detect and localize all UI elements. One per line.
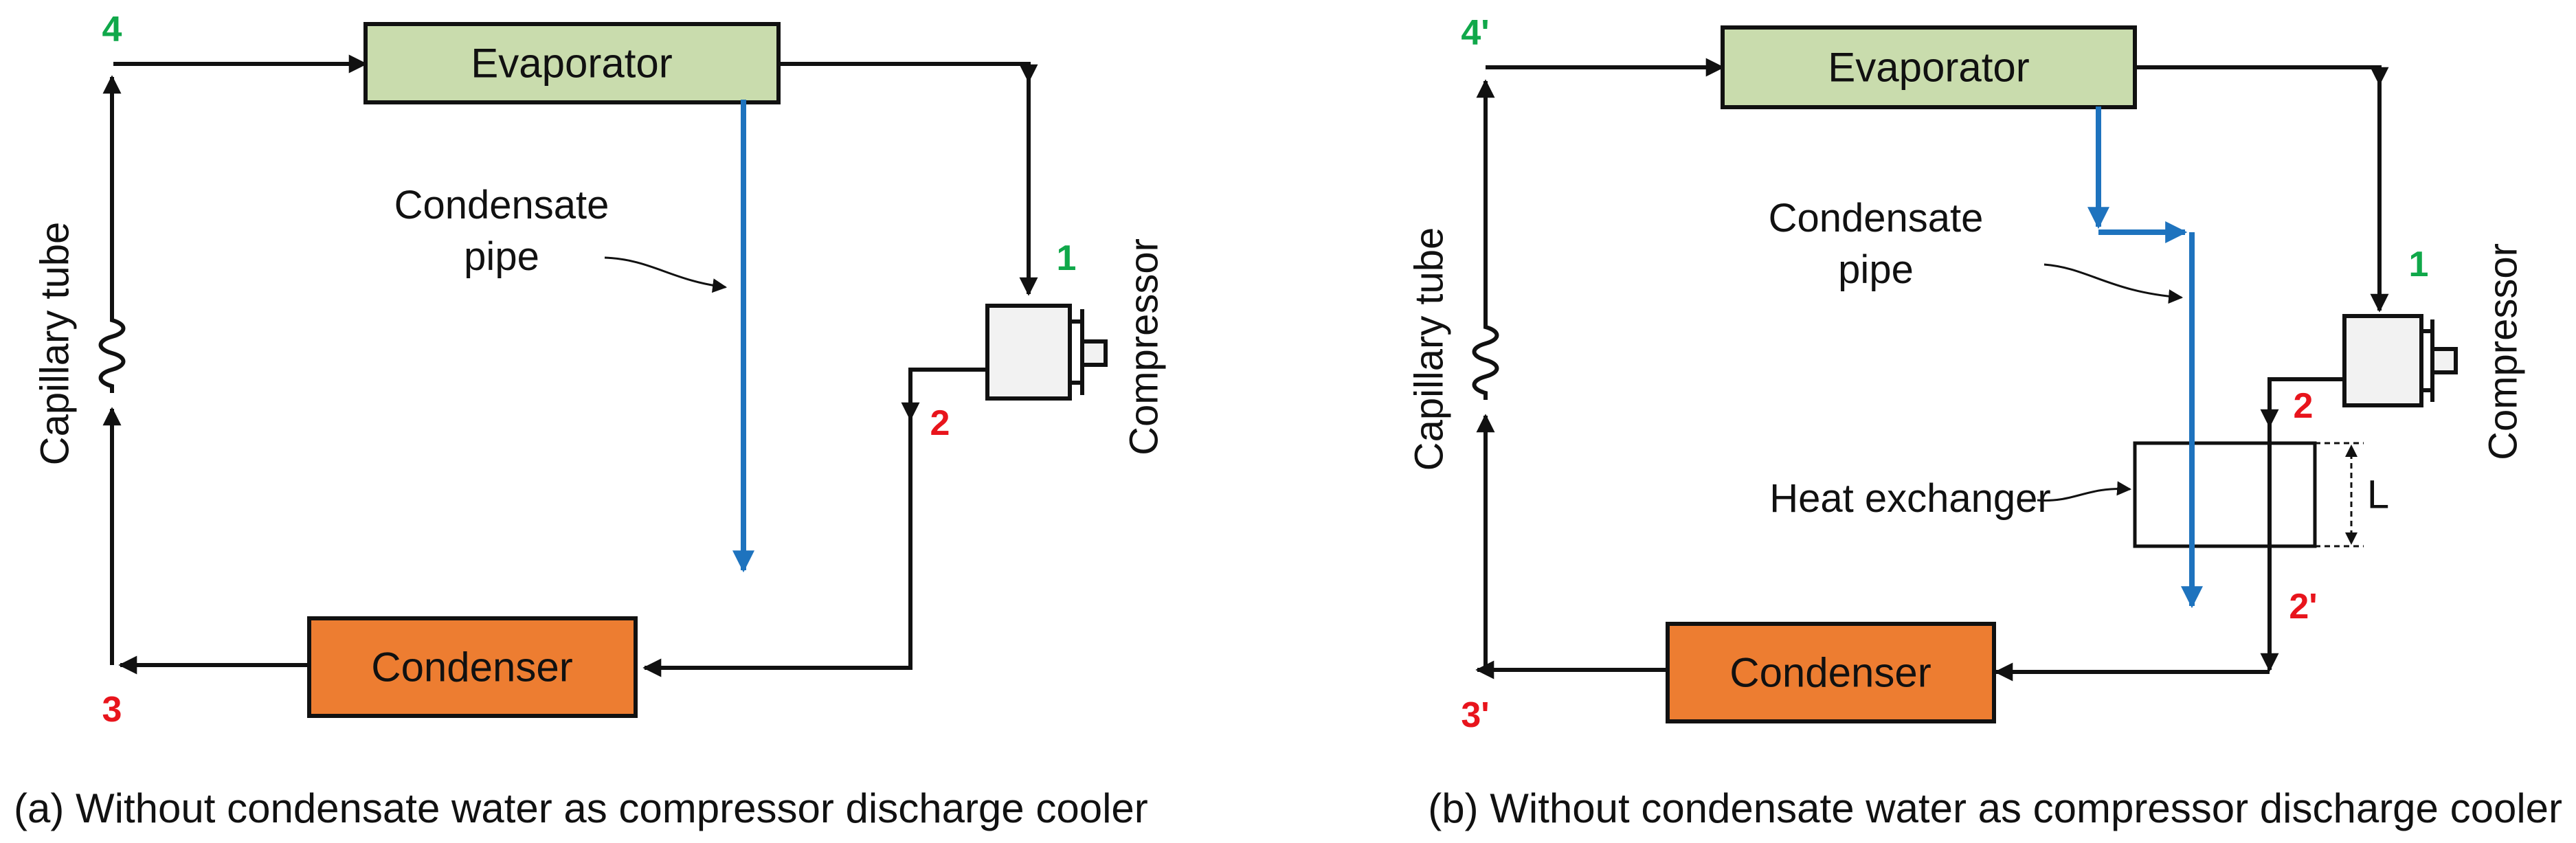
caption-b: (b) Without condensate water as compress… (1428, 785, 2562, 831)
compressor-label: Compressor (2481, 243, 2526, 460)
state-2p-label: 2' (2289, 587, 2317, 627)
compressor-icon (985, 304, 1108, 401)
condensate-pipe-label-line2: pipe (464, 234, 539, 279)
condenser-label: Condenser (371, 644, 573, 690)
evaporator-box (1721, 25, 2137, 109)
state-4p-label: 4' (1461, 13, 1489, 53)
caption-a: (a) Without condensate water as compress… (14, 785, 1148, 831)
condensate-pipe-leader (604, 256, 728, 293)
condenser-label: Condenser (1729, 650, 1931, 696)
evaporator-label: Evaporator (1828, 45, 2030, 91)
line-compressor-to-2 (901, 368, 987, 421)
condenser-box (1666, 622, 1996, 723)
length-arrow-down-icon (2345, 532, 2357, 545)
line-evaporator-to-1 (2135, 65, 2389, 86)
heat-exchanger-leader (2037, 481, 2132, 502)
capillary-tube-coil (1472, 295, 1499, 400)
capillary-tube-coil (98, 289, 126, 393)
state-2-label: 2 (930, 403, 950, 443)
length-arrow-up-icon (2345, 445, 2357, 457)
panel-a: Evaporator Condenser Compressor Capillar… (14, 10, 1167, 831)
condensate-pipe-label-line2: pipe (1838, 247, 1914, 292)
line-compressor-to-2 (2260, 377, 2344, 428)
evaporator-box (363, 22, 781, 104)
condenser-box (307, 616, 638, 718)
panel-b: Evaporator Condenser Compressor Capillar… (1407, 13, 2563, 831)
heat-exchanger-box (2133, 441, 2317, 548)
line-evaporator-to-1 (779, 62, 1038, 83)
compressor-label: Compressor (1122, 238, 1167, 456)
line-2-to-condenser (642, 419, 912, 677)
capillary-tube-label: Capillary tube (33, 222, 78, 466)
condensate-pipe-leader (2043, 263, 2184, 304)
compressor-icon (2342, 314, 2458, 407)
state-2-label: 2 (2294, 386, 2314, 426)
capillary-tube-label: Capillary tube (1407, 227, 1452, 471)
evaporator-label: Evaporator (471, 41, 673, 87)
condensate-pipe-label-line1: Condensate (1769, 196, 1984, 240)
state-3p-label: 3' (1461, 695, 1489, 735)
state-1-label: 1 (2409, 245, 2429, 284)
heat-exchanger-label: Heat exchanger (1769, 476, 2050, 521)
state-4-label: 4 (102, 10, 122, 49)
condensate-pipe-label-line1: Condensate (394, 183, 609, 227)
length-label: L (2367, 473, 2389, 517)
state-1-label: 1 (1057, 238, 1077, 278)
state-3-label: 3 (102, 690, 122, 730)
